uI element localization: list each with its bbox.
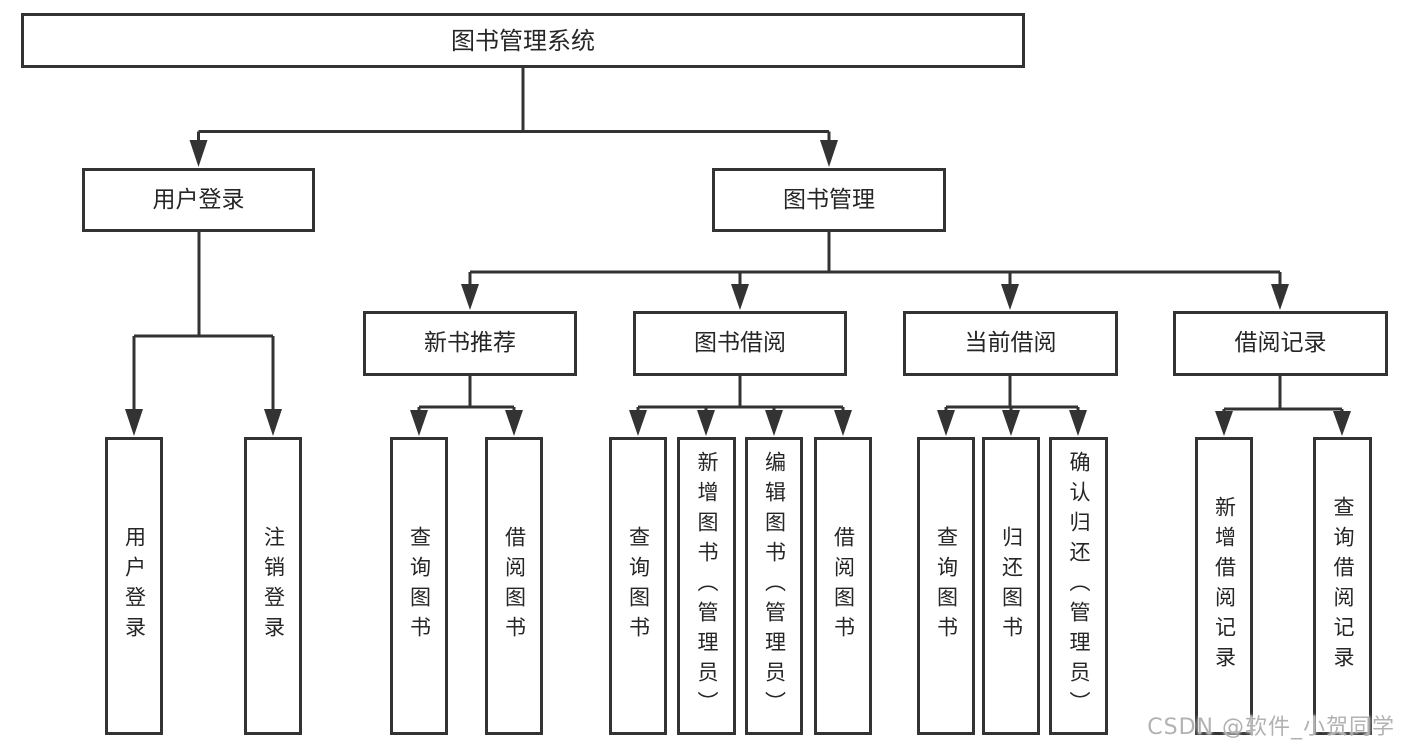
node-cb-confirm-return: 确认归还（管理员） xyxy=(1049,437,1108,735)
node-user-login: 用户登录 xyxy=(82,168,315,232)
node-bb-borrow-books: 借阅图书 xyxy=(814,437,872,735)
node-new-book-recommend: 新书推荐 xyxy=(363,311,577,376)
node-root: 图书管理系统 xyxy=(21,13,1025,68)
node-current-borrow: 当前借阅 xyxy=(903,311,1118,376)
node-book-management: 图书管理 xyxy=(712,168,946,232)
node-user-login-leaf: 用户登录 xyxy=(105,437,163,735)
node-cb-query-books: 查询图书 xyxy=(917,437,975,735)
node-book-borrow: 图书借阅 xyxy=(633,311,847,376)
node-bb-edit-books: 编辑图书（管理员） xyxy=(745,437,803,735)
node-bb-query-books: 查询图书 xyxy=(609,437,667,735)
node-bb-add-books: 新增图书（管理员） xyxy=(677,437,736,735)
node-cb-return-books: 归还图书 xyxy=(982,437,1040,735)
watermark: CSDN @软件_小贺同学 xyxy=(1147,715,1395,740)
node-nb-borrow-books: 借阅图书 xyxy=(485,437,543,735)
node-logout-leaf: 注销登录 xyxy=(244,437,302,735)
node-br-add-record: 新增借阅记录 xyxy=(1195,437,1253,735)
node-nb-query-books: 查询图书 xyxy=(390,437,448,735)
node-borrow-records: 借阅记录 xyxy=(1173,311,1388,376)
node-br-query-record: 查询借阅记录 xyxy=(1313,437,1372,735)
